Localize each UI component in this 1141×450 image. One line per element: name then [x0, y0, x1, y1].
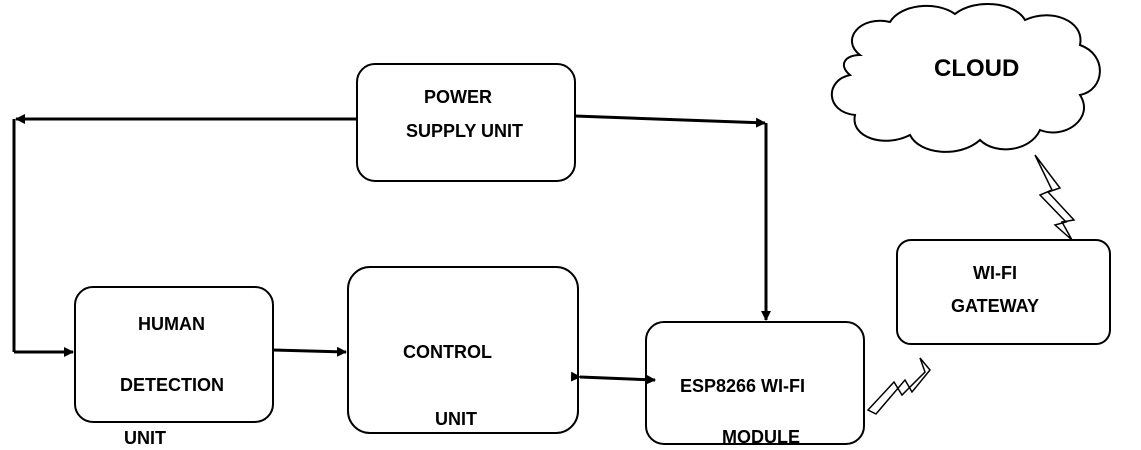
esp8266-label-line1: ESP8266 WI-FI	[680, 376, 805, 396]
human-detection-box	[74, 286, 274, 423]
control-unit-label-line1: CONTROL	[403, 342, 492, 362]
cloud-shape	[830, 3, 1101, 153]
wifi-gateway-box	[896, 239, 1111, 345]
human-detection-label-line2: DETECTION	[120, 375, 224, 395]
esp8266-label-line2: MODULE	[722, 427, 800, 447]
power-to-right-arrow	[574, 114, 766, 128]
wifi-gateway-label-line2: GATEWAY	[951, 296, 1039, 316]
power-supply-label-line2: SUPPLY UNIT	[406, 121, 523, 141]
cloud-label: CLOUD	[934, 55, 1019, 82]
power-supply-label-line1: POWER	[424, 87, 492, 107]
human-detection-label-line1: HUMAN	[138, 314, 205, 334]
power-supply-box	[356, 63, 576, 182]
control-esp-bidirectional-arrow	[570, 371, 656, 385]
wireless-link-esp-gateway	[866, 357, 931, 415]
wireless-link-gateway-cloud	[1034, 154, 1076, 241]
control-unit-box	[347, 266, 579, 434]
human-detection-label-line3: UNIT	[124, 428, 166, 448]
human-to-control-arrow	[272, 346, 347, 357]
control-unit-label-line2: UNIT	[435, 409, 477, 429]
wifi-gateway-label-line1: WI-FI	[973, 263, 1017, 283]
